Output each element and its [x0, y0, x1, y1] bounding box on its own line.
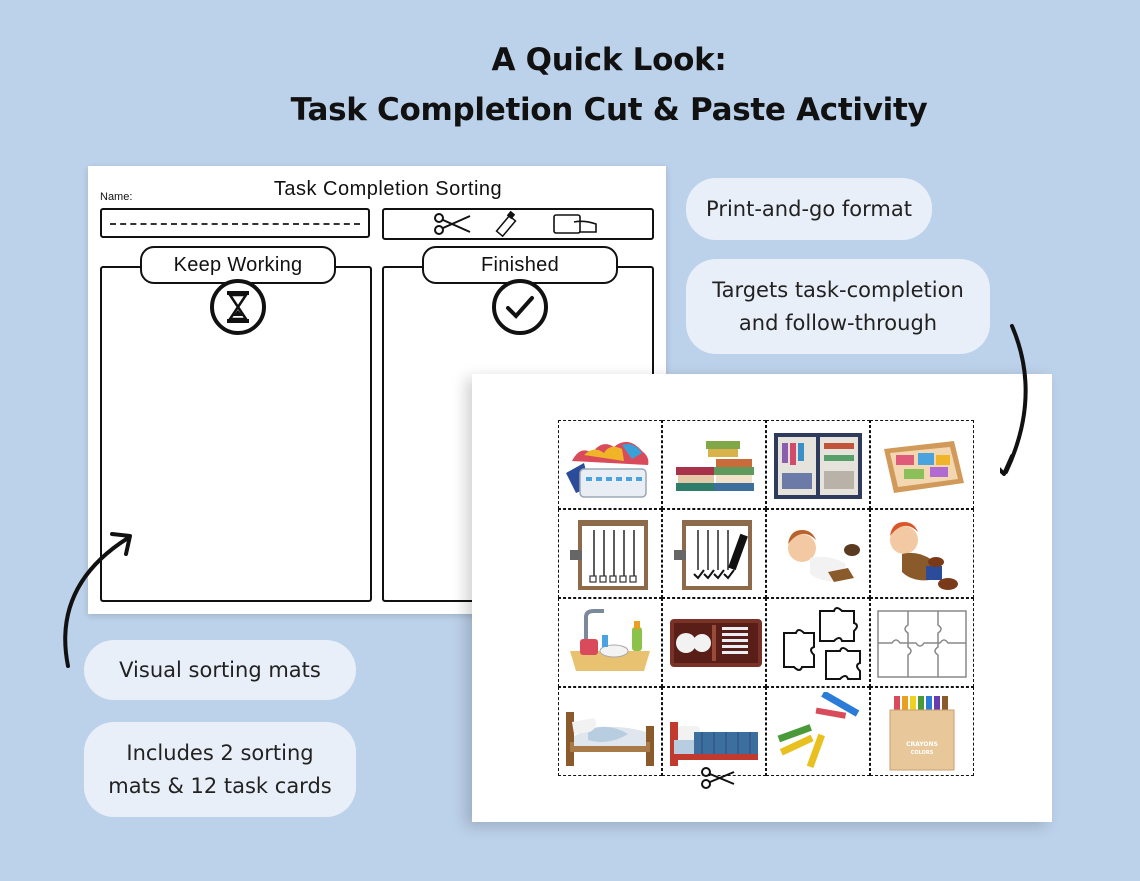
- made-bed-icon: [670, 721, 758, 766]
- task-card: [558, 687, 662, 776]
- name-field: [100, 208, 370, 238]
- task-card: CRAYONS COLORS: [870, 687, 974, 776]
- glue-stick-icon: [495, 210, 517, 238]
- checkmark-icon: [492, 279, 548, 335]
- task-card: [766, 420, 870, 509]
- boy-shoes-on-icon: [890, 521, 958, 590]
- messy-drawer-icon: [884, 440, 964, 493]
- clipboard-empty-icon: [570, 519, 648, 590]
- callout-targets: Targets task-completion and follow-throu…: [686, 259, 990, 354]
- keep-working-label: Keep Working: [140, 246, 336, 284]
- scissors-icon: [701, 767, 735, 789]
- folded-clothes-icon: [676, 440, 754, 491]
- headline-line2: Task Completion Cut & Paste Activity: [290, 92, 928, 128]
- task-card: [558, 509, 662, 598]
- laundry-basket-icon: [566, 441, 649, 498]
- hourglass-icon: [210, 279, 266, 335]
- crayon-box-label-2: COLORS: [911, 750, 934, 756]
- dish-rack-icon: [670, 618, 762, 667]
- finished-label: Finished: [422, 246, 618, 284]
- task-card: [662, 687, 766, 776]
- callout-targets-line2: and follow-through: [738, 310, 938, 335]
- task-card: [662, 509, 766, 598]
- curved-arrow-icon: [1000, 324, 1028, 476]
- curved-arrow-icon: [63, 532, 132, 668]
- task-card: [558, 598, 662, 687]
- task-card: [870, 598, 974, 687]
- task-card: [662, 598, 766, 687]
- scattered-crayons-icon: [777, 691, 860, 768]
- callout-includes: Includes 2 sorting mats & 12 task cards: [84, 722, 356, 817]
- callout-print-and-go: Print-and-go format: [686, 178, 932, 240]
- callout-visual-mats: Visual sorting mats: [84, 640, 356, 700]
- crayon-box-icon: CRAYONS COLORS: [889, 695, 955, 770]
- task-card-grid: CRAYONS COLORS: [558, 420, 974, 776]
- task-cards-sheet: CRAYONS COLORS: [472, 374, 1052, 822]
- callout-print-text: Print-and-go format: [706, 196, 912, 221]
- clipboard-checked-icon: [674, 519, 752, 590]
- scissors-icon: [434, 213, 471, 235]
- task-card: [662, 420, 766, 509]
- boy-tying-shoes-icon: [788, 529, 860, 582]
- task-card: [870, 420, 974, 509]
- hand-card-icon: [553, 214, 597, 234]
- task-card: [870, 509, 974, 598]
- unmade-bed-icon: [566, 711, 654, 766]
- task-card: [766, 509, 870, 598]
- dirty-dishes-icon: [570, 608, 650, 671]
- worksheet-title: Task Completion Sorting: [273, 178, 503, 200]
- callout-includes-line2: mats & 12 task cards: [108, 773, 332, 798]
- puzzle-complete-icon: [877, 609, 967, 678]
- messy-closet-icon: [774, 432, 862, 499]
- callout-targets-line1: Targets task-completion: [712, 277, 964, 302]
- tools-strip: [382, 208, 654, 240]
- headline-line1: A Quick Look:: [491, 42, 727, 78]
- tools-icons: [434, 210, 597, 238]
- task-card: [558, 420, 662, 509]
- task-card: [766, 687, 870, 776]
- task-card: [766, 598, 870, 687]
- callout-visual-text: Visual sorting mats: [119, 657, 321, 682]
- callout-includes-line1: Includes 2 sorting: [126, 740, 314, 765]
- puzzle-pieces-icon: [783, 606, 861, 680]
- name-label: Name:: [100, 191, 133, 203]
- crayon-box-label-1: CRAYONS: [906, 741, 938, 748]
